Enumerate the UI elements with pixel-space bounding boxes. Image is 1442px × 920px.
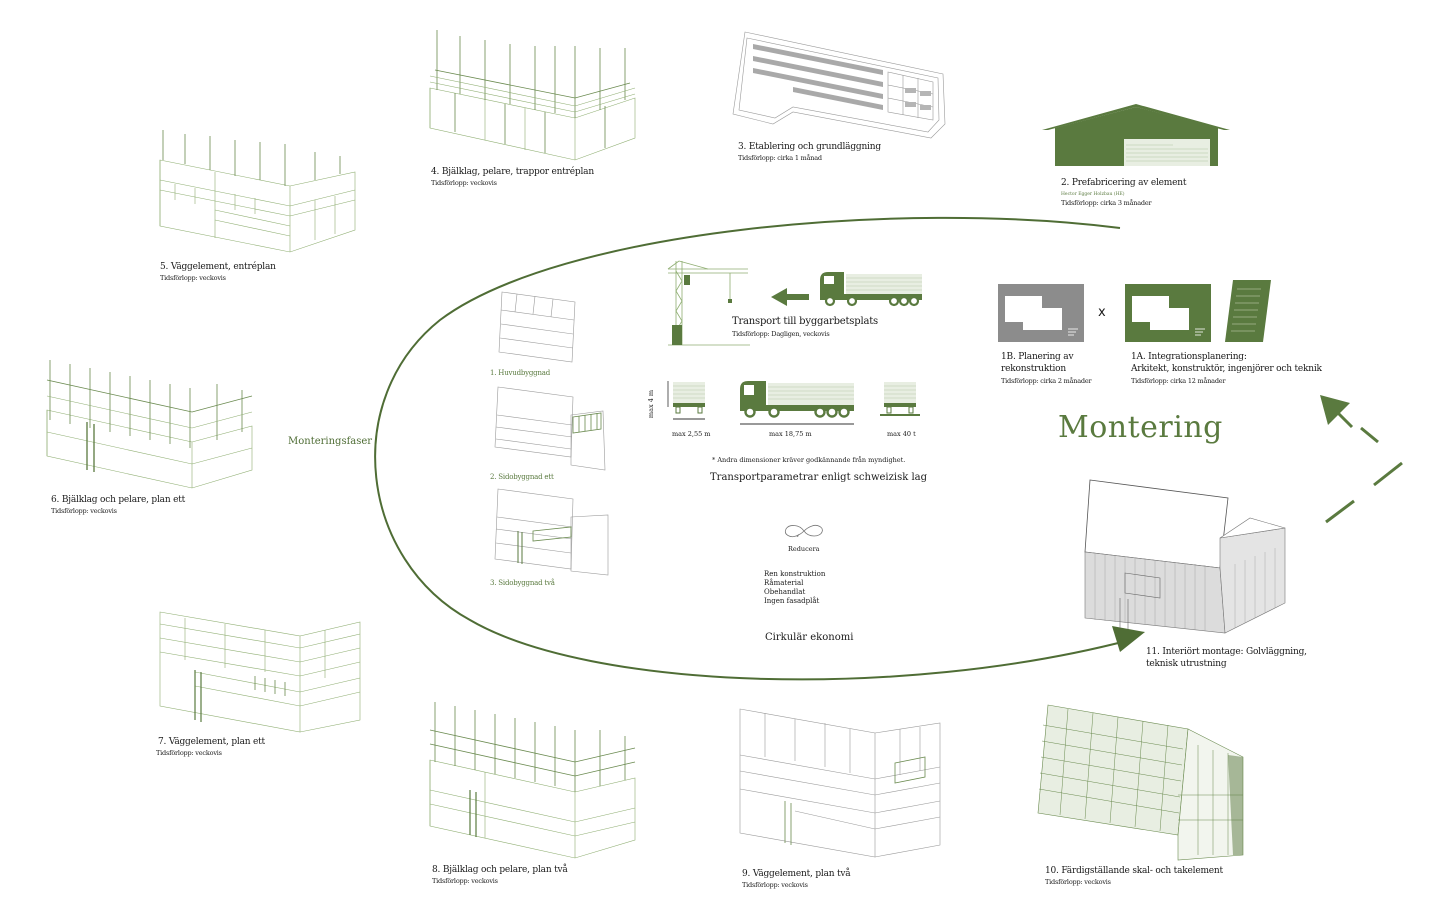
- step-7-title: 7. Väggelement, plan ett: [158, 737, 265, 747]
- truck-side-length-icon: [740, 381, 854, 425]
- step-9-duration: Tidsförlopp: veckovis: [742, 881, 808, 889]
- main-building-icon: [498, 291, 576, 363]
- step-6-duration: Tidsförlopp: veckovis: [51, 507, 117, 515]
- gray-plan-sheet-icon: [998, 284, 1084, 342]
- circular-title: Cirkulär ekonomi: [765, 632, 854, 643]
- dashed-return-arrow: [1320, 395, 1403, 524]
- step-5-duration: Tidsförlopp: veckovis: [160, 274, 226, 282]
- crane-icon: [667, 260, 750, 346]
- transport-params-title: Transportparametrar enligt schweizisk la…: [710, 472, 928, 483]
- width-label: max 2,55 m: [672, 430, 711, 438]
- step-4-title: 4. Bjälklag, pelare, trappor entréplan: [431, 167, 594, 177]
- circular-item: Obehandlat: [764, 588, 806, 596]
- step-5-title: 5. Väggelement, entréplan: [160, 262, 276, 272]
- side-building-two-icon: [494, 488, 609, 576]
- step-2-credit: Hector Egger Holzbau (HE): [1061, 192, 1125, 197]
- step-9-building-frame-icon: [739, 708, 941, 858]
- step-6-title: 6. Bjälklag och pelare, plan ett: [51, 495, 186, 505]
- building-1-label: 1. Huvudbyggnad: [490, 369, 551, 377]
- step-3-title: 3. Etablering och grundläggning: [738, 142, 881, 152]
- step-1b-duration: Tidsförlopp: cirka 2 månader: [1001, 377, 1092, 385]
- infinity-reduce-icon: [784, 524, 823, 537]
- step-3-duration: Tidsförlopp: cirka 1 månad: [738, 154, 822, 162]
- step-4-duration: Tidsförlopp: veckovis: [431, 179, 497, 187]
- step-1a-duration: Tidsförlopp: cirka 12 månader: [1131, 377, 1226, 385]
- truck-icon: [820, 272, 922, 307]
- step-7-building-frame-icon: [159, 611, 361, 733]
- dashed-arrowhead: [1320, 395, 1350, 425]
- step-8-title: 8. Bjälklag och pelare, plan två: [432, 865, 568, 875]
- step-10-title: 10. Färdigställande skal- och takelement: [1045, 866, 1223, 876]
- foundation-icon: [732, 31, 946, 139]
- step-4-building-frame-icon: [429, 30, 636, 161]
- truck-rear-width-icon: [667, 381, 705, 420]
- step-8-building-frame-icon: [429, 702, 636, 859]
- building-3-label: 3. Sidobyggnad två: [490, 579, 555, 587]
- factory-hall-icon: [1042, 104, 1230, 166]
- green-plan-sheet-icon: [1125, 284, 1211, 342]
- step-2-title: 2. Prefabricering av element: [1061, 178, 1187, 188]
- circular-item: Ren konstruktion: [764, 570, 826, 578]
- step-6-building-frame-icon: [46, 360, 253, 489]
- building-2-label: 2. Sidobyggnad ett: [490, 473, 554, 481]
- transport-title: Transport till byggarbetsplats: [732, 316, 878, 327]
- page-title: Montering: [1058, 410, 1223, 445]
- step-11-title-line1: 11. Interiört montage: Golvläggning,: [1146, 647, 1307, 657]
- step-8-duration: Tidsförlopp: veckovis: [432, 877, 498, 885]
- circular-list: Ren konstruktion Råmaterial Obehandlat I…: [764, 570, 825, 606]
- transport-duration: Tidsförlopp: Dagligen, veckovis: [732, 330, 830, 338]
- cycle-arrowhead: [1112, 626, 1145, 652]
- step-1a-title-line2: Arkitekt, konstruktör, ingenjörer och te…: [1131, 364, 1322, 374]
- step-1b-title-line1: 1B. Planering av: [1001, 352, 1074, 362]
- circular-item: Ingen fasadplåt: [764, 597, 820, 605]
- height-label: max 4 m: [647, 389, 656, 419]
- left-arrow-icon: [771, 288, 809, 306]
- step-10-duration: Tidsförlopp: veckovis: [1045, 878, 1111, 886]
- side-building-one-icon: [494, 386, 606, 471]
- step-7-duration: Tidsförlopp: veckovis: [156, 749, 222, 757]
- transport-note: * Andra dimensioner kräver godkännande f…: [712, 456, 906, 464]
- checklist-document-icon: [1225, 280, 1271, 342]
- monteringsfaser-label: Monteringsfaser: [288, 436, 373, 447]
- step-5-building-frame-icon: [159, 130, 356, 253]
- step-9-title: 9. Väggelement, plan två: [742, 869, 851, 879]
- plan-separator: x: [1098, 305, 1106, 320]
- truck-rear-weight-icon: [880, 382, 920, 416]
- step-11-title-line2: teknisk utrustning: [1146, 659, 1227, 669]
- finished-building-icon: [1084, 479, 1286, 634]
- step-1b-title-line2: rekonstruktion: [1001, 364, 1066, 374]
- cycle-ellipse: [374, 216, 1131, 681]
- step-2-duration: Tidsförlopp: cirka 3 månader: [1061, 199, 1152, 207]
- reduce-label: Reducera: [788, 545, 820, 553]
- step-10-building-facade-icon: [1037, 704, 1244, 861]
- circular-item: Råmaterial: [764, 579, 804, 587]
- step-1a-title-line1: 1A. Integrationsplanering:: [1131, 352, 1247, 362]
- weight-label: max 40 t: [887, 430, 916, 438]
- length-label: max 18,75 m: [769, 430, 812, 438]
